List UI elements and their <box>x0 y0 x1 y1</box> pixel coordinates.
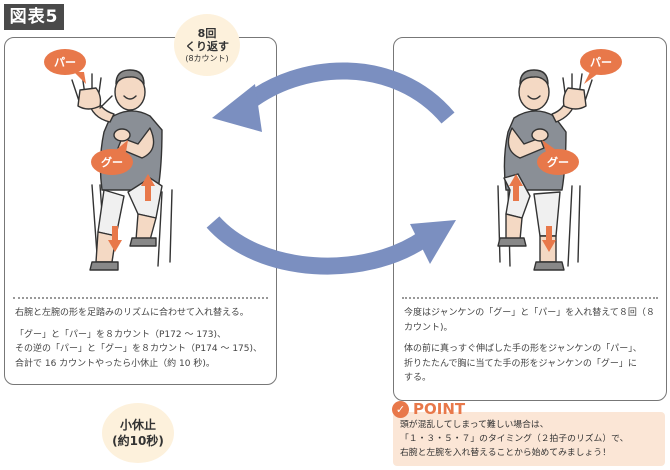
figure-label: 図表5 <box>4 4 64 30</box>
point-box <box>393 412 665 466</box>
right-leg-down-arrow <box>542 226 556 252</box>
rest-title: 小休止 <box>119 418 156 432</box>
right-pa-bubble: パー <box>580 49 622 75</box>
right-leg-arrows <box>509 174 556 252</box>
right-divider <box>402 297 658 299</box>
left-leg-up-arrow <box>141 174 155 201</box>
rest-duration: (約10秒) <box>112 434 164 448</box>
cycle-arrow-top <box>239 62 455 124</box>
left-pa-bubble: パー <box>44 49 86 75</box>
point-text: 頭が混乱してしまって難しい場合は、 「１・３・５・７」のタイミング（２拍子のリズ… <box>400 418 662 460</box>
left-bubble-top-tail <box>74 72 86 84</box>
left-text-p2-line3: 合計で 16 カウントやったら小休止（約 10 秒)。 <box>15 358 215 369</box>
right-leg-up-arrow <box>509 174 523 201</box>
right-text-p2-line3: する。 <box>404 373 432 383</box>
left-leg-arrows <box>108 174 155 252</box>
left-text-p2-line1: 「グー」と「パー」を８カウント（P172 〜 173)、 <box>15 329 227 340</box>
right-text-p1-line2: カウント)。 <box>404 322 453 333</box>
right-text-p2-line2: 折りたたんで胸に当てた手の形をジャンケンの「グー」に <box>404 358 637 369</box>
right-gu-bubble: グー <box>537 149 579 175</box>
point-title: POINT <box>413 400 466 418</box>
right-text-p1-line1: 今度はジャンケンの「グー」と「パー」を入れ替えて８回（８ <box>404 308 655 318</box>
check-icon: ✓ <box>392 400 409 418</box>
right-bubble-top-tail <box>584 72 600 84</box>
left-text-p1: 右腕と左腕の形を足踏みのリズムに合わせて入れ替える。 <box>15 308 249 318</box>
left-gu-bubble: グー <box>91 149 133 175</box>
cycle-arrow-bottom <box>206 216 430 275</box>
left-divider <box>13 297 268 299</box>
left-instructions: 右腕と左腕の形を足踏みのリズムに合わせて入れ替える。 「グー」と「パー」を８カウ… <box>15 306 268 371</box>
cycle-arrow-top-head <box>212 84 262 132</box>
repeat-action: くり返す <box>185 39 229 53</box>
left-text-p2-line2: その逆の「パー」と「グー」を８カウント（P174 〜 175)、 <box>15 344 263 354</box>
point-line3: 右腕と左腕を入れ替えることから始めてみましょう！ <box>400 448 611 458</box>
point-line2: 「１・３・５・７」のタイミング（２拍子のリズム）で、 <box>400 434 629 444</box>
cycle-arrows <box>206 62 456 275</box>
rest-bubble: 小休止 (約10秒) <box>102 403 174 463</box>
repeat-note: (8カウント) <box>185 53 229 63</box>
right-instructions: 今度はジャンケンの「グー」と「パー」を入れ替えて８回（８ カウント)。 体の前に… <box>404 306 658 386</box>
right-text-p2-line1: 体の前に真っすぐ伸ばした手の形をジャンケンの「パー」、 <box>404 344 642 354</box>
repeat-count: 8回 <box>197 26 217 40</box>
cycle-arrow-bottom-head <box>410 220 456 264</box>
repeat-bubble: 8回 くり返す (8カウント) <box>174 14 240 76</box>
left-leg-down-arrow <box>108 226 122 252</box>
point-line1: 頭が混乱してしまって難しい場合は、 <box>400 420 549 430</box>
point-header: ✓ POINT <box>392 399 465 419</box>
